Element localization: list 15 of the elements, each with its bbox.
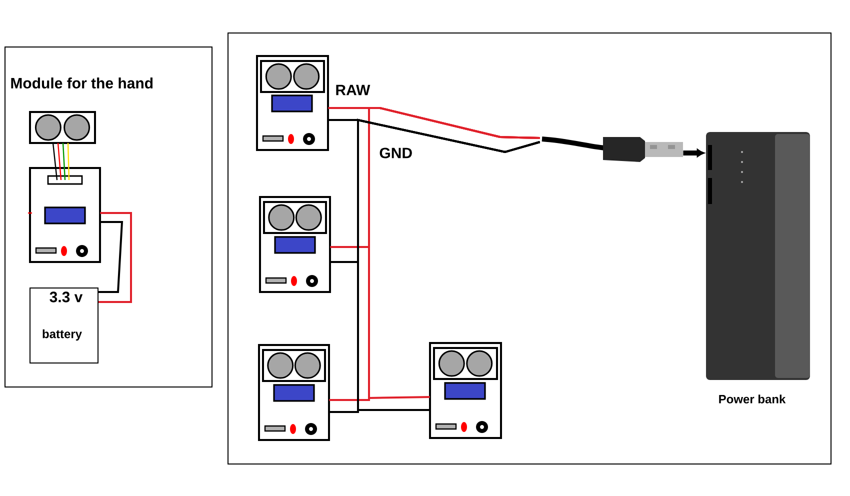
wire <box>98 221 124 293</box>
panel-frame <box>228 32 832 464</box>
battery-label: battery <box>42 329 82 341</box>
sensor-module-drawing <box>258 344 330 441</box>
usb-plug-drawing <box>542 136 683 162</box>
wire-label: RAW <box>336 84 370 96</box>
sensor-module-drawing <box>259 196 331 293</box>
device-caption: Power bank <box>719 394 786 404</box>
panel-heading: Module for the hand <box>11 78 153 88</box>
sensor-module-drawing <box>256 55 329 151</box>
voltage-label: 3.3 v <box>50 292 83 302</box>
wire <box>98 212 132 303</box>
arrow <box>683 149 704 157</box>
wire-label: GND <box>380 148 412 158</box>
sensor-module-drawing <box>429 342 502 439</box>
